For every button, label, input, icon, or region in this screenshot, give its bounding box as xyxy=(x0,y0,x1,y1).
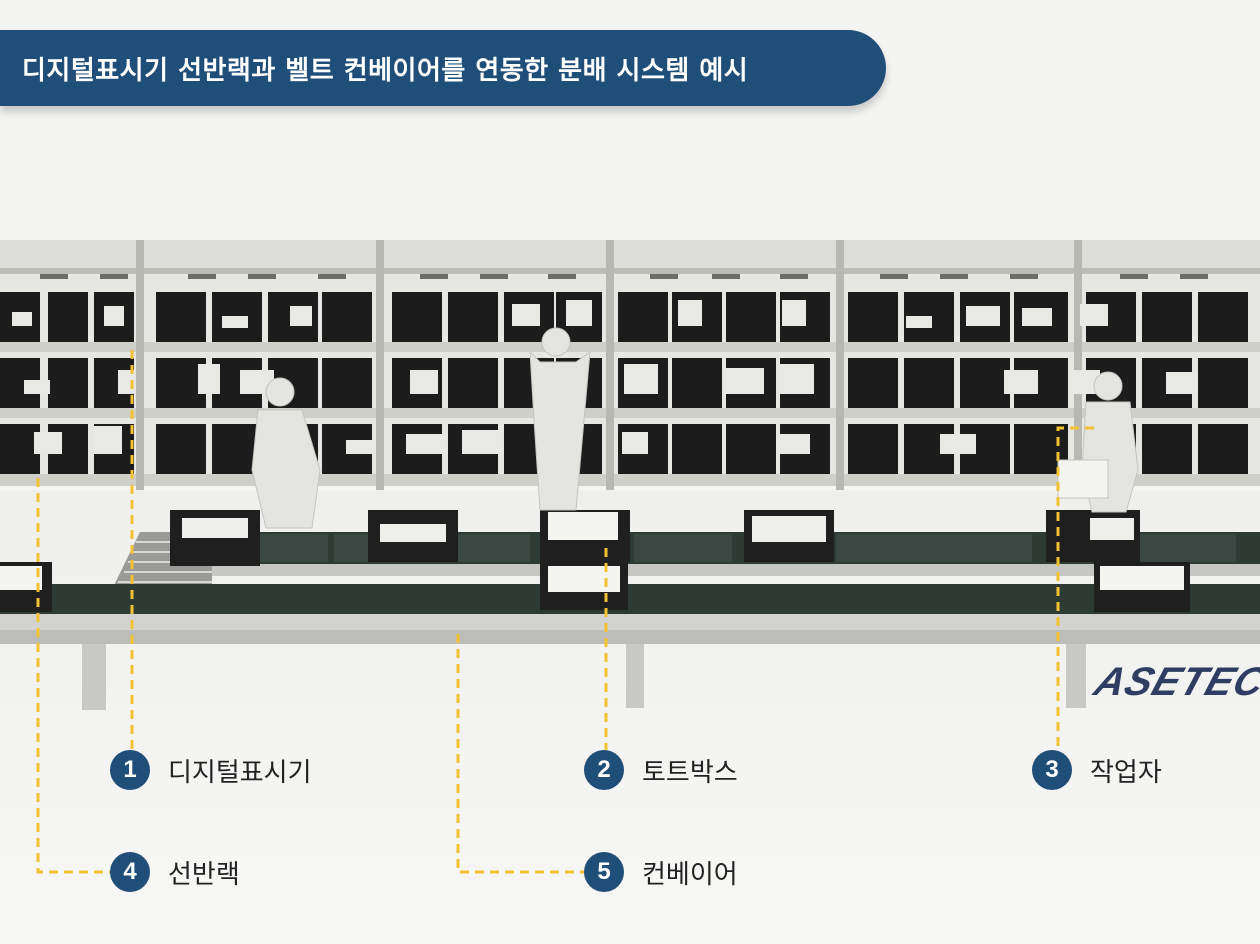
callout-number-badge: 5 xyxy=(584,852,624,892)
callout-label: 작업자 xyxy=(1090,757,1162,788)
callout-number-badge: 3 xyxy=(1032,750,1072,790)
tote-boxes xyxy=(0,510,1190,612)
callout-number-badge: 1 xyxy=(110,750,150,790)
workers xyxy=(251,327,1139,529)
callout-number-badge: 2 xyxy=(584,750,624,790)
leader-lines xyxy=(36,350,1094,874)
callout-tote-box: 2 토트박스 xyxy=(584,750,738,790)
callout-shelf-rack: 4 선반랙 xyxy=(110,852,240,892)
bin-contents xyxy=(12,300,1198,454)
title-banner: 디지털표시기 선반랙과 벨트 컨베이어를 연동한 분배 시스템 예시 xyxy=(0,30,886,106)
callout-worker: 3 작업자 xyxy=(1032,750,1162,790)
callout-label: 선반랙 xyxy=(168,859,240,890)
callout-conveyor: 5 컨베이어 xyxy=(584,852,738,892)
page-title: 디지털표시기 선반랙과 벨트 컨베이어를 연동한 분배 시스템 예시 xyxy=(22,55,749,86)
bins-row-1 xyxy=(0,292,1248,342)
callout-label: 디지털표시기 xyxy=(168,757,312,788)
callout-label: 컨베이어 xyxy=(642,859,738,890)
callout-label: 토트박스 xyxy=(642,757,738,788)
callout-number-badge: 4 xyxy=(110,852,150,892)
callout-digital-display: 1 디지털표시기 xyxy=(110,750,312,790)
asetec-logo: ASETEC xyxy=(1089,660,1260,704)
